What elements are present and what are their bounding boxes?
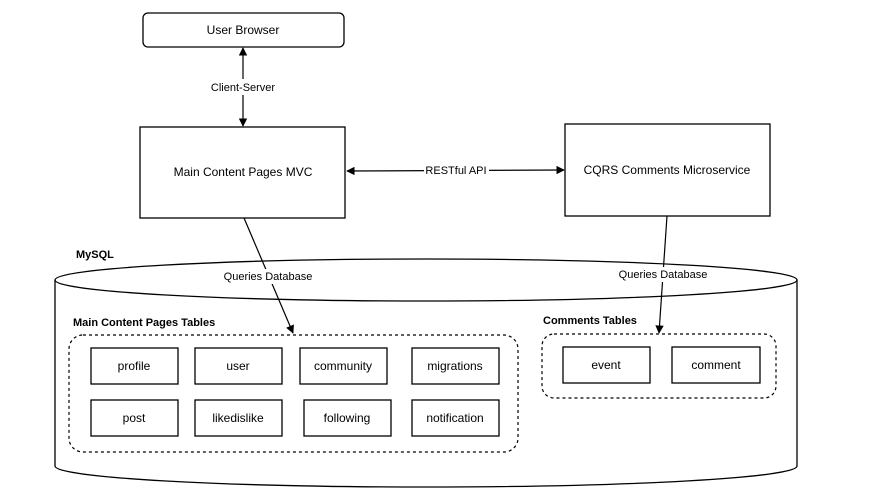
- mysql-label: MySQL: [76, 249, 114, 261]
- client-server-edge: Client-Server: [207, 47, 279, 127]
- table-community: community: [299, 347, 388, 385]
- user-browser-node: User Browser: [142, 12, 345, 48]
- table-notification-label: notification: [426, 411, 483, 425]
- table-comment-label: comment: [691, 358, 741, 372]
- table-profile: profile: [90, 347, 179, 385]
- table-comment: comment: [671, 346, 761, 384]
- table-user-label: user: [226, 359, 249, 373]
- table-event-label: event: [591, 358, 621, 372]
- restful-api-edge: RESTful API: [346, 162, 565, 178]
- table-migrations: migrations: [411, 347, 500, 385]
- table-following-label: following: [324, 411, 371, 425]
- table-community-label: community: [314, 359, 372, 373]
- table-following: following: [303, 399, 392, 437]
- main-mvc-node: Main Content Pages MVC: [139, 126, 346, 219]
- table-user: user: [194, 347, 283, 385]
- queries-comments-label: Queries Database: [619, 269, 708, 281]
- table-post-label: post: [123, 411, 146, 425]
- main-tables-group-label: Main Content Pages Tables: [73, 317, 215, 329]
- cqrs-node: CQRS Comments Microservice: [564, 123, 771, 217]
- queries-main-label: Queries Database: [224, 271, 313, 283]
- user-browser-label: User Browser: [207, 23, 280, 37]
- client-server-label: Client-Server: [211, 82, 276, 94]
- main-tables-group: [68, 334, 519, 453]
- table-migrations-label: migrations: [427, 359, 482, 373]
- comments-tables-group: [541, 333, 777, 399]
- table-likedislike: likedislike: [194, 399, 283, 437]
- queries-comments-edge: Queries Database: [617, 215, 709, 334]
- comments-tables-group-label: Comments Tables: [543, 315, 637, 327]
- table-event: event: [562, 346, 651, 384]
- table-post: post: [90, 399, 179, 437]
- table-notification: notification: [411, 399, 500, 437]
- table-profile-label: profile: [118, 359, 151, 373]
- table-likedislike-label: likedislike: [212, 411, 264, 425]
- restful-api-label: RESTful API: [425, 165, 486, 177]
- main-mvc-label: Main Content Pages MVC: [174, 165, 313, 179]
- queries-main-edge: Queries Database: [222, 217, 314, 334]
- cqrs-label: CQRS Comments Microservice: [584, 163, 751, 177]
